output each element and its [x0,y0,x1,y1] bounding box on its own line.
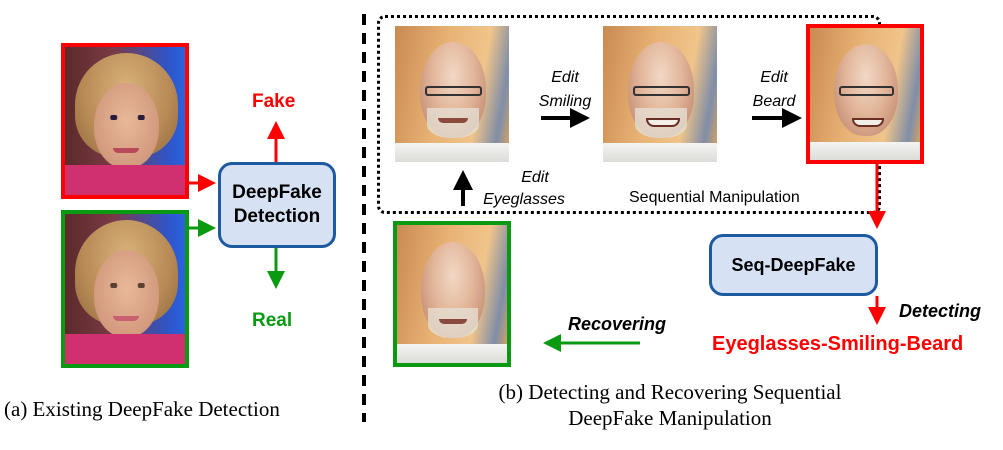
deepfake-detection-box: DeepFake Detection [218,162,336,248]
edit-beard-line2: Beard [752,93,796,110]
real-face-image [61,210,189,368]
detection-box-line2: Detection [233,206,321,227]
fake-face-image [61,43,189,199]
sequential-manipulation-label: Sequential Manipulation [629,189,800,206]
caption-a: (a) Existing DeepFake Detection [4,397,280,421]
edit-eyeglasses-line2: Eyeglasses [483,191,565,208]
edit-beard-label: Edit Beard [746,66,802,114]
real-label: Real [252,310,293,331]
detecting-label: Detecting [899,301,982,321]
edit-smiling-line2: Smiling [538,93,592,110]
detection-box-line1: DeepFake [232,182,322,203]
smiling-face-image [603,26,717,162]
edit-smiling-label: Edit Smiling [530,66,600,114]
panel-divider [362,14,366,422]
recovered-face-image [393,221,511,367]
result-sequence-label: Eyeglasses-Smiling-Beard [712,333,964,355]
seq-deepfake-box: Seq-DeepFake [709,234,878,296]
edit-eyeglasses-line1: Edit [521,169,549,186]
fake-label: Fake [252,91,296,112]
edit-eyeglasses-label: Edit Eyeglasses [474,167,574,211]
edit-beard-line1: Edit [760,69,788,86]
original-face-image [395,26,509,162]
caption-b-line1: (b) Detecting and Recovering Sequential [498,380,842,404]
manipulated-face-image [806,24,924,164]
edit-smiling-line1: Edit [551,69,579,86]
recovering-label: Recovering [568,314,667,334]
caption-b-line2: DeepFake Manipulation [568,406,772,430]
caption-b: (b) Detecting and Recovering Sequential … [440,379,900,431]
